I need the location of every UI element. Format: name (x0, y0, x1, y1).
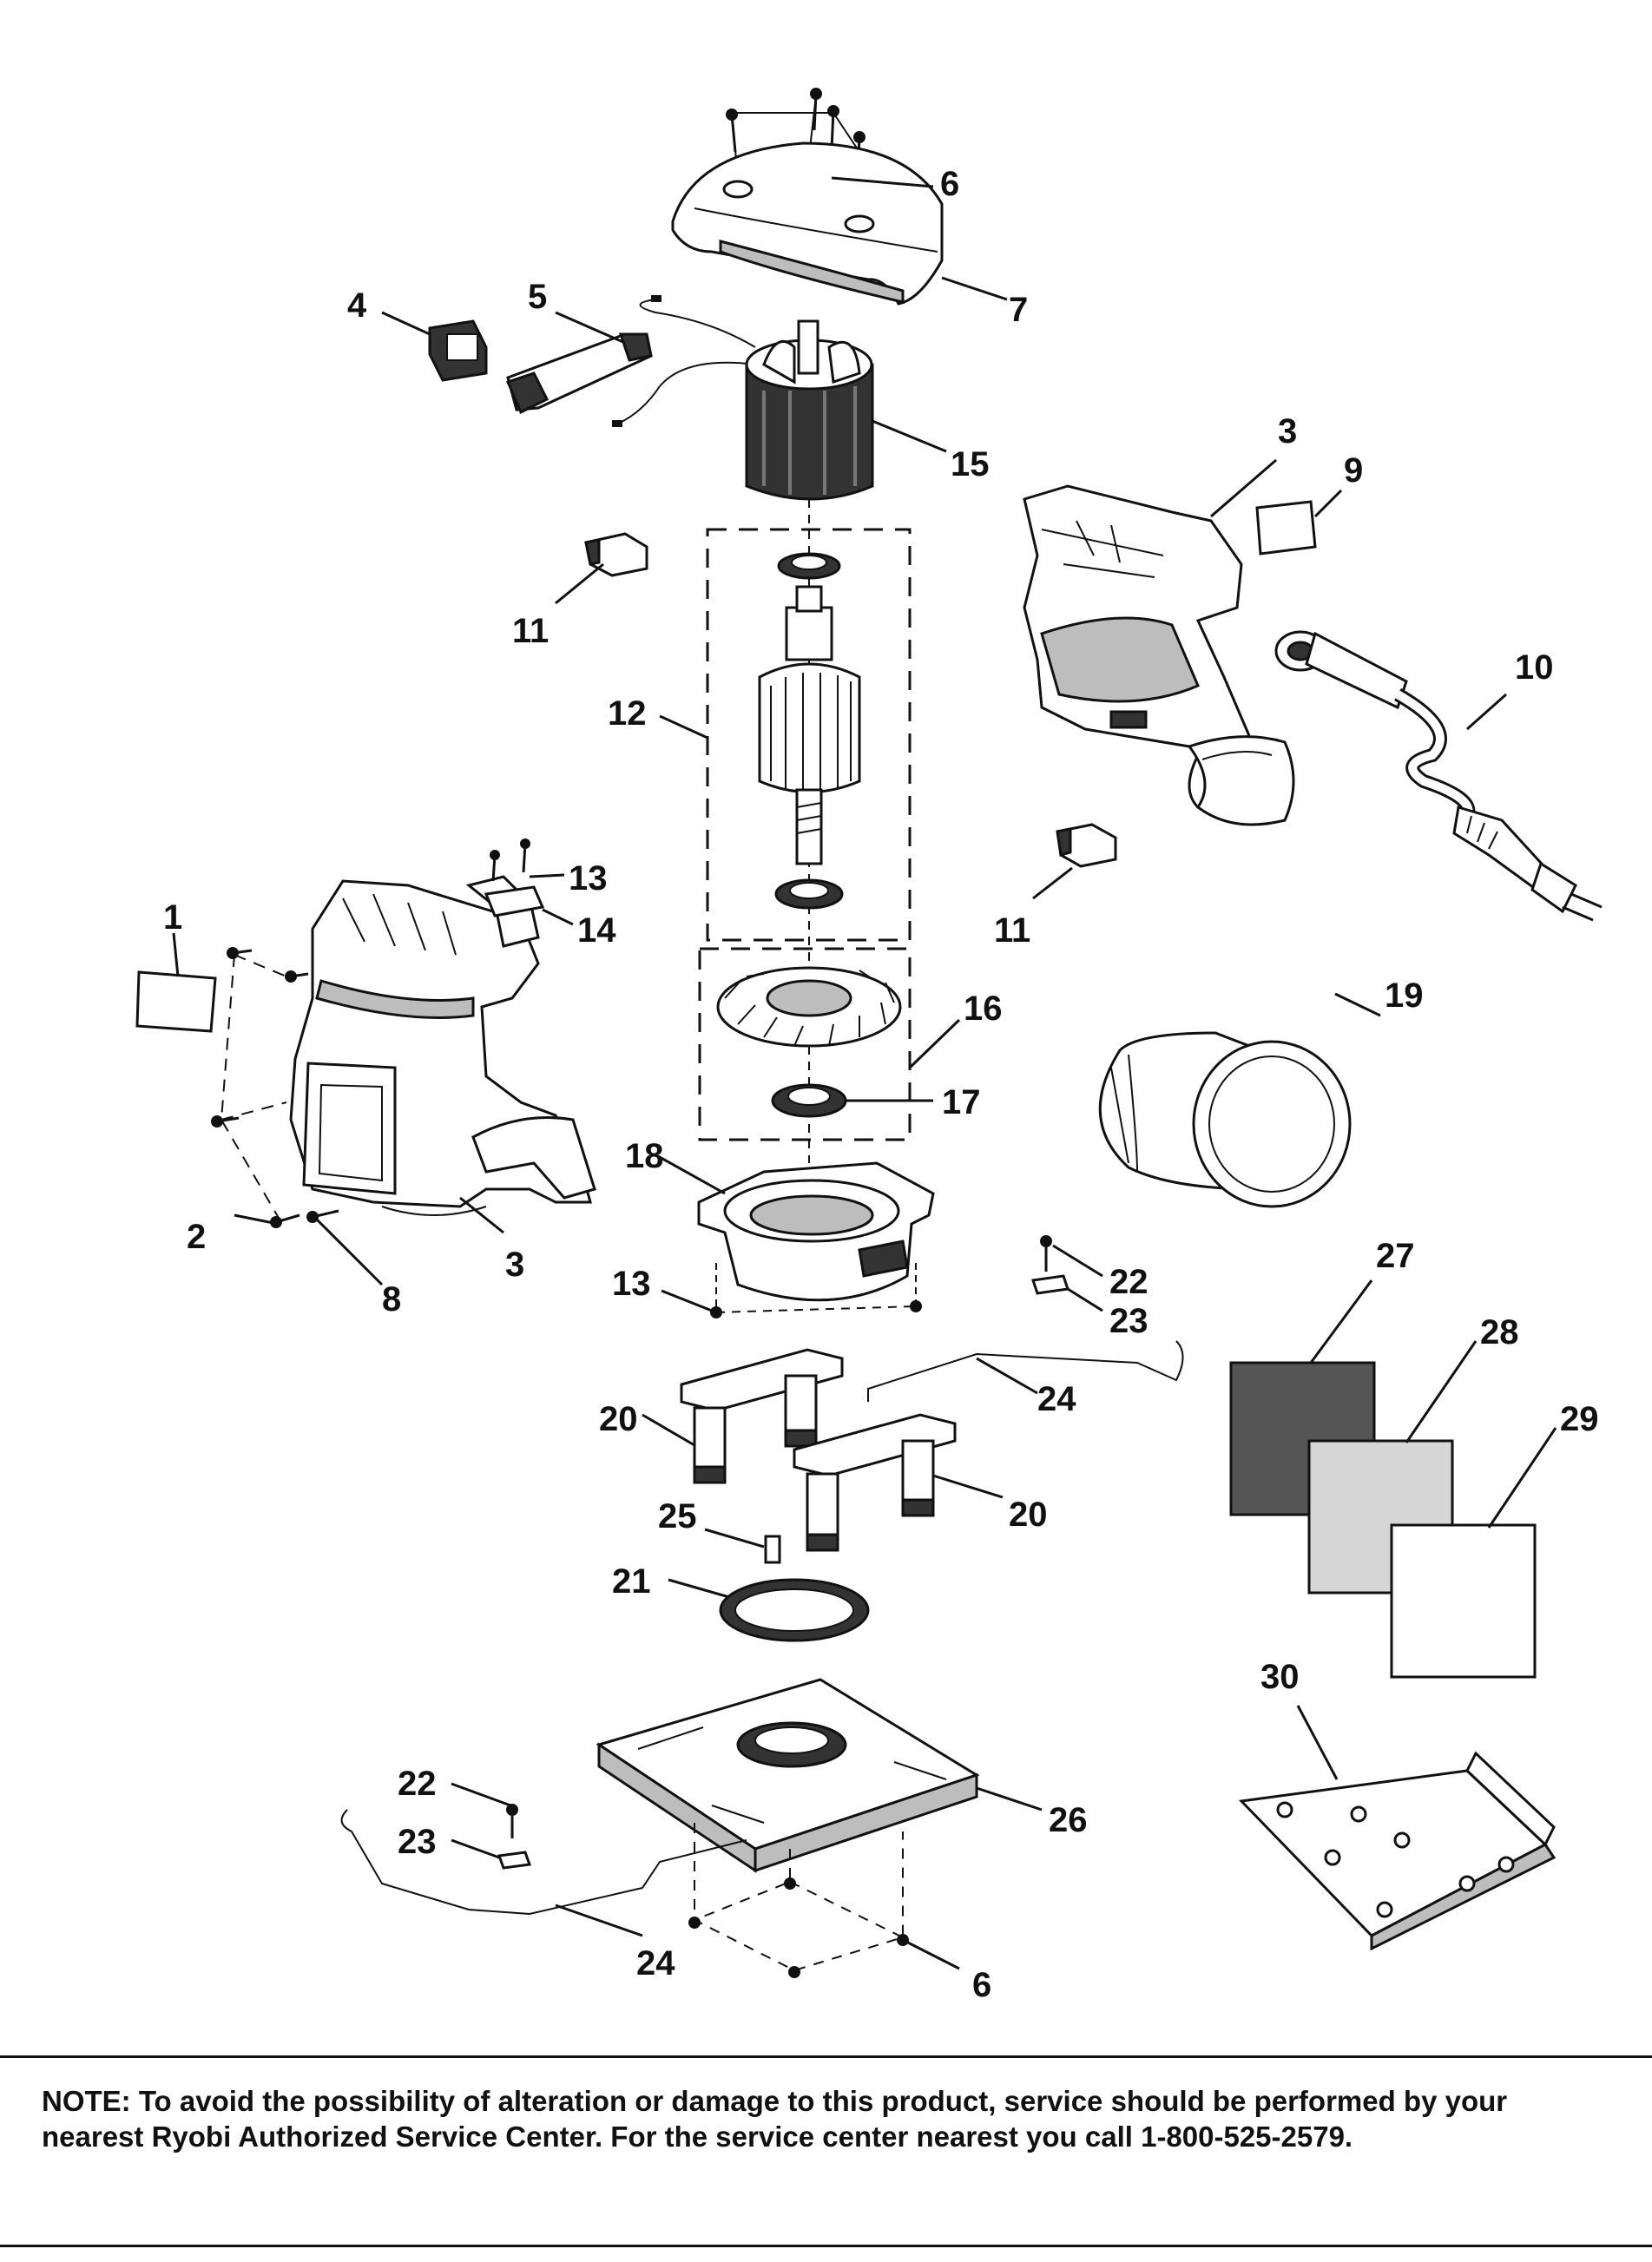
callout-5: 5 (528, 278, 547, 316)
callout-3-right: 3 (1278, 412, 1297, 450)
part-24-dust-wire-upper (867, 1340, 1184, 1402)
callout-19: 19 (1385, 976, 1424, 1015)
part-26-sanding-pad (596, 1678, 980, 1873)
part-15-motor-field (612, 295, 874, 501)
callout-9: 9 (1344, 451, 1363, 490)
callout-27: 27 (1376, 1237, 1415, 1275)
part-12-armature-assembly (706, 499, 912, 1163)
callout-28: 28 (1480, 1313, 1519, 1351)
exploded-parts-diagram: 6 7 4 5 15 3 9 10 11 11 12 13 14 1 16 17… (135, 88, 1603, 2004)
callout-11-right: 11 (994, 911, 1030, 950)
callout-24-upper: 24 (1037, 1380, 1076, 1418)
part-24-dust-wire-lower (340, 1809, 747, 1916)
part-30-punch-plate (1238, 1751, 1557, 1951)
part-6-cover-screws (726, 88, 865, 179)
part-19-dust-bag (1098, 1031, 1352, 1208)
part-18-bearing-housing (697, 1161, 935, 1302)
part-13-screws-upper (490, 838, 530, 882)
note-bottom-rule (0, 2245, 1652, 2247)
part-7-top-cover (671, 141, 944, 306)
callout-16: 16 (964, 990, 1003, 1028)
part-21-seal-ring (719, 1578, 870, 1642)
part-8-screw (306, 1209, 339, 1223)
callout-24-lower: 24 (636, 1944, 675, 1983)
callout-4: 4 (347, 286, 367, 325)
part-11-brush-holder-right (1056, 823, 1117, 868)
callout-14: 14 (577, 911, 616, 950)
part-5-switch-actuator (505, 332, 653, 415)
callout-29: 29 (1560, 1400, 1599, 1438)
part-22-screw-lower (506, 1804, 518, 1838)
leader-lines (172, 176, 1557, 1970)
callout-13-lower: 13 (612, 1265, 651, 1303)
part-25-pin (764, 1535, 781, 1564)
part-11-brush-holder-left (584, 532, 648, 577)
part-9-label (1255, 500, 1317, 556)
callout-25: 25 (658, 1497, 697, 1535)
callout-11-left: 11 (512, 612, 549, 650)
part-3-right-housing (1023, 484, 1295, 826)
callout-26: 26 (1049, 1801, 1088, 1839)
part-23-clamp-lower (497, 1851, 532, 1870)
callout-10: 10 (1515, 648, 1554, 687)
callout-7: 7 (1009, 291, 1028, 329)
callout-2: 2 (187, 1218, 206, 1256)
part-2-housing-screws (211, 947, 309, 1228)
callout-23-lower: 23 (398, 1823, 437, 1861)
part-4-switch (428, 319, 488, 382)
callout-18: 18 (625, 1137, 664, 1175)
callout-1: 1 (163, 898, 182, 937)
callout-20-left: 20 (599, 1400, 638, 1438)
callout-15: 15 (951, 445, 990, 483)
part-22-screw-upper (1040, 1235, 1052, 1272)
service-note: NOTE: To avoid the possibility of altera… (42, 2085, 1508, 2153)
part-3-left-housing (289, 875, 596, 1216)
callout-13-upper: 13 (569, 859, 608, 898)
part-16-fan-assembly (698, 947, 912, 1141)
callout-20-right: 20 (1009, 1496, 1048, 1534)
part-14-cord-clamp (484, 885, 545, 917)
callout-3-left: 3 (505, 1246, 524, 1284)
callout-22-lower: 22 (398, 1765, 437, 1803)
part-20-pad-support-left (680, 1348, 844, 1484)
callout-12: 12 (608, 694, 647, 733)
callout-23-upper: 23 (1109, 1302, 1149, 1340)
callout-21: 21 (612, 1562, 651, 1601)
part-1-label (135, 970, 217, 1033)
callout-8: 8 (382, 1280, 401, 1318)
callout-labels: 6 7 4 5 15 3 9 10 11 11 12 13 14 1 16 17… (163, 165, 1599, 2004)
callout-22-upper: 22 (1109, 1263, 1149, 1301)
part-23-clamp-upper (1031, 1274, 1070, 1295)
part-29-sandpaper-fine (1390, 1523, 1537, 1679)
callout-17: 17 (942, 1083, 981, 1121)
part-10-power-cord (1274, 630, 1603, 922)
part-17-bearing (771, 1083, 847, 1118)
callout-6-top: 6 (940, 165, 959, 203)
callout-30: 30 (1260, 1658, 1300, 1696)
callout-6-lower: 6 (972, 1966, 991, 2004)
note-top-rule (0, 2055, 1652, 2058)
part-20-pad-support-right (793, 1413, 957, 1552)
